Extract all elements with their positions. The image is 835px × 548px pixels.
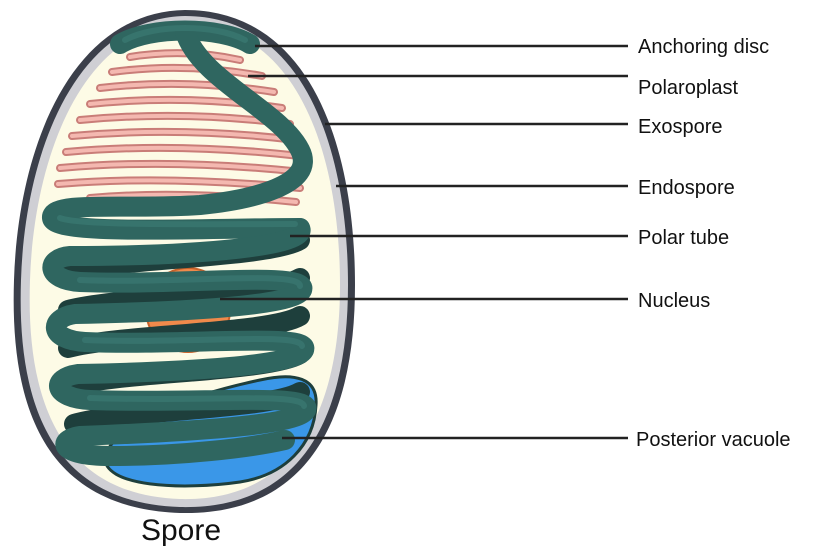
- label-endospore: Endospore: [638, 177, 735, 199]
- label-exospore: Exospore: [638, 116, 723, 138]
- label-nucleus: Nucleus: [638, 290, 710, 312]
- label-polaroplast: Polaroplast: [638, 77, 739, 99]
- label-posterior-vacuole: Posterior vacuole: [636, 429, 791, 451]
- label-anchoring-disc: Anchoring disc: [638, 36, 769, 58]
- label-polar-tube: Polar tube: [638, 227, 729, 249]
- diagram-caption: Spore: [141, 514, 221, 547]
